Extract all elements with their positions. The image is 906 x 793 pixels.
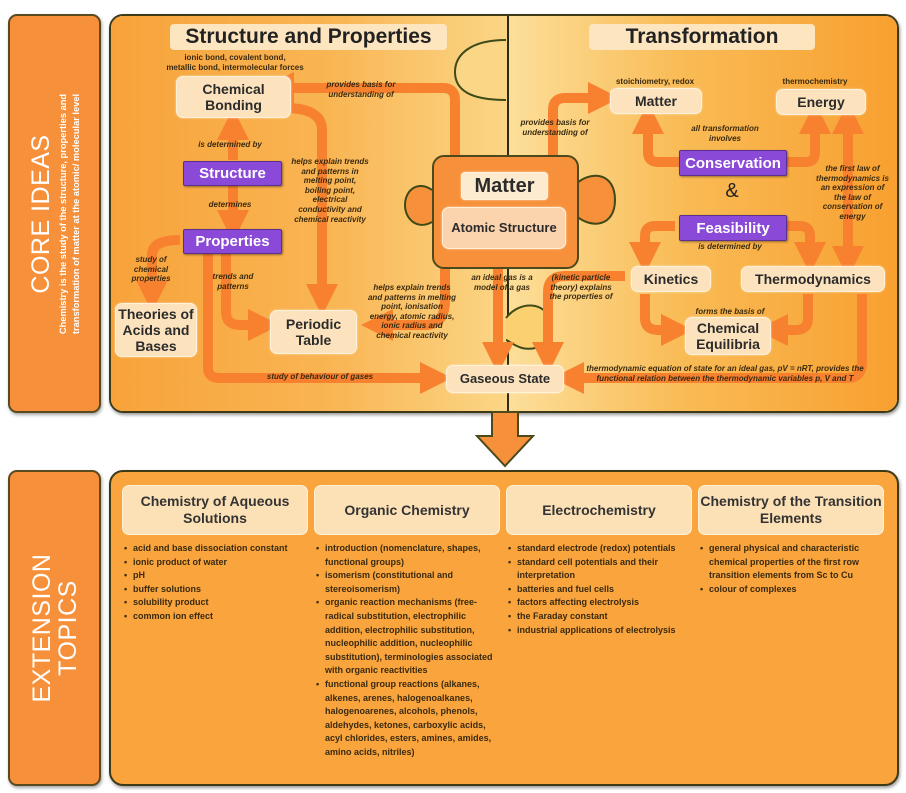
note-trends-patterns: trends and patterns bbox=[212, 272, 254, 291]
ext-topic-list: introduction (nomenclature, shapes, func… bbox=[314, 542, 500, 760]
list-item: buffer solutions bbox=[122, 583, 308, 597]
feasibility-box: Feasibility bbox=[679, 215, 787, 241]
list-item: the Faraday constant bbox=[506, 610, 692, 624]
kinetics-node: Kinetics bbox=[631, 266, 711, 292]
list-item: factors affecting electrolysis bbox=[506, 596, 692, 610]
extension-topics-panel: Chemistry of Aqueous Solutions acid and … bbox=[109, 470, 899, 786]
structure-properties-title: Structure and Properties bbox=[170, 24, 447, 50]
arrow-feasibility-to-thermodynamics bbox=[785, 221, 827, 275]
note-helps-explain-atomic: helps explain trends and patterns in mel… bbox=[367, 283, 456, 340]
extension-label-line: TOPICS bbox=[53, 580, 82, 676]
note-study-of-gases: study of behaviour of gases bbox=[266, 372, 374, 381]
list-item: acid and base dissociation constant bbox=[122, 542, 308, 556]
properties-box: Properties bbox=[183, 229, 282, 254]
list-item: isomerism (constitutional and stereoisom… bbox=[314, 569, 500, 596]
list-item: introduction (nomenclature, shapes, func… bbox=[314, 542, 500, 569]
core-ideas-label-box: CORE IDEAS Chemistry is the study of the… bbox=[8, 14, 101, 413]
matter-title: Matter bbox=[461, 172, 548, 200]
gaseous-state-node: Gaseous State bbox=[446, 365, 564, 393]
list-item: colour of complexes bbox=[698, 583, 884, 597]
extension-topics-label: EXTENSION TOPICS bbox=[27, 553, 82, 703]
matter-knob-right bbox=[574, 174, 617, 225]
ext-column-title: Electrochemistry bbox=[506, 485, 692, 535]
list-item: ionic product of water bbox=[122, 556, 308, 570]
structure-box: Structure bbox=[183, 161, 282, 186]
extension-label-line: EXTENSION bbox=[27, 553, 56, 703]
puzzle-knob-top bbox=[453, 39, 507, 101]
arrow-kinetics-to-equilibria bbox=[640, 294, 694, 347]
list-item: organic reaction mechanisms (free-radica… bbox=[314, 596, 500, 678]
ext-topic-list: standard electrode (redox) potentials st… bbox=[506, 542, 692, 637]
note-provides-basis-right: provides basis for understanding of bbox=[520, 118, 590, 137]
theories-acids-bases-node: Theories of Acids and Bases bbox=[115, 303, 197, 357]
note-first-law: the first law of thermodynamics is an ex… bbox=[816, 164, 889, 221]
list-item: industrial applications of electrolysis bbox=[506, 624, 692, 638]
list-item: solubility product bbox=[122, 596, 308, 610]
thermodynamics-node: Thermodynamics bbox=[741, 266, 885, 292]
ext-column-title: Chemistry of the Transition Elements bbox=[698, 485, 884, 535]
ext-column-transition: Chemistry of the Transition Elements gen… bbox=[698, 485, 884, 596]
atomic-structure-node: Atomic Structure bbox=[442, 207, 566, 249]
list-item: general physical and characteristic chem… bbox=[698, 542, 884, 583]
arrow-atomic-to-periodic bbox=[360, 260, 450, 342]
periodic-table-node: Periodic Table bbox=[270, 310, 357, 354]
arrow-matter-to-bonding bbox=[261, 71, 460, 160]
note-all-transformation: all transformation involves bbox=[691, 124, 759, 143]
note-kinetic-particle: (kinetic particle theory) explains the p… bbox=[549, 273, 613, 302]
arrow-conservation-to-energy bbox=[785, 101, 832, 167]
note-is-determined-by-right: is determined by bbox=[698, 242, 762, 251]
arrow-properties-to-theories bbox=[135, 235, 181, 313]
ext-column-electrochemistry: Electrochemistry standard electrode (red… bbox=[506, 485, 692, 637]
arrow-thermodynamics-to-gaseous bbox=[551, 294, 867, 395]
list-item: standard electrode (redox) potentials bbox=[506, 542, 692, 556]
note-provides-basis-left: provides basis for understanding of bbox=[326, 80, 396, 99]
conservation-box: Conservation bbox=[679, 150, 787, 176]
ext-column-aqueous: Chemistry of Aqueous Solutions acid and … bbox=[122, 485, 308, 624]
ext-column-organic: Organic Chemistry introduction (nomencla… bbox=[314, 485, 500, 760]
arrow-properties-to-periodic bbox=[221, 254, 281, 342]
note-ideal-gas: an ideal gas is a model of a gas bbox=[471, 273, 533, 292]
ext-topic-list: acid and base dissociation constant ioni… bbox=[122, 542, 308, 624]
energy-node: Energy bbox=[776, 89, 866, 115]
note-study-chemical-properties: study of chemical properties bbox=[131, 255, 171, 284]
ampersand: & bbox=[725, 180, 739, 202]
note-determines: determines bbox=[208, 200, 252, 209]
transformation-title: Transformation bbox=[589, 24, 815, 50]
arrow-matter-to-transformation bbox=[548, 81, 621, 160]
bonding-types-line: metallic bond, intermolecular forces bbox=[166, 63, 304, 72]
note-is-determined-by-left: is determined by bbox=[198, 140, 262, 149]
arrow-kinetics-to-gaseous bbox=[531, 271, 625, 375]
list-item: pH bbox=[122, 569, 308, 583]
list-item: standard cell potentials and their inter… bbox=[506, 556, 692, 583]
bonding-types-line: ionic bond, covalent bond, bbox=[184, 53, 286, 62]
arrow-thermodynamics-to-equilibria bbox=[755, 294, 813, 347]
arrow-bonding-to-periodic bbox=[284, 103, 339, 317]
chemical-equilibria-node: Chemical Equilibria bbox=[685, 317, 771, 355]
list-item: functional group reactions (alkanes, alk… bbox=[314, 678, 500, 760]
transformation-matter-node: Matter bbox=[610, 88, 702, 114]
extension-topics-label-box: EXTENSION TOPICS bbox=[8, 470, 101, 786]
arrow-conservation-to-matter bbox=[631, 101, 680, 167]
arrow-properties-to-gaseous bbox=[203, 254, 453, 395]
list-item: common ion effect bbox=[122, 610, 308, 624]
matter-knob-left bbox=[403, 185, 433, 226]
list-item: batteries and fuel cells bbox=[506, 583, 692, 597]
down-arrow-icon bbox=[475, 411, 535, 468]
chemical-bonding-node: Chemical Bonding bbox=[176, 76, 291, 118]
note-forms-basis: forms the basis of bbox=[695, 307, 765, 316]
note-equation-of-state: thermodynamic equation of state for an i… bbox=[586, 364, 864, 383]
energy-caption: thermochemistry bbox=[782, 77, 848, 86]
arrow-feasibility-to-kinetics bbox=[628, 221, 675, 275]
ext-column-title: Chemistry of Aqueous Solutions bbox=[122, 485, 308, 535]
bonding-types-caption: ionic bond, covalent bond, metallic bond… bbox=[150, 53, 320, 73]
ext-topic-list: general physical and characteristic chem… bbox=[698, 542, 884, 596]
matter-caption: stoichiometry, redox bbox=[615, 77, 695, 86]
note-helps-explain-bonding: helps explain trends and patterns in mel… bbox=[291, 157, 369, 224]
ext-column-title: Organic Chemistry bbox=[314, 485, 500, 535]
